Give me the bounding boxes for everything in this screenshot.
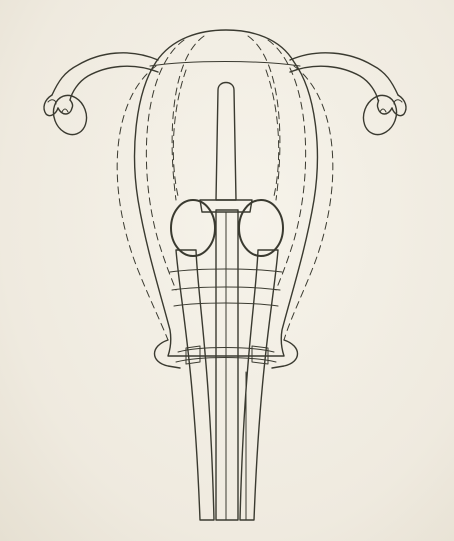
left-balloon: [171, 200, 215, 256]
uterine-cavity: [216, 83, 236, 201]
left-tube: [176, 250, 214, 520]
fundus-line: [150, 62, 300, 67]
dashed-contours: [117, 36, 333, 340]
center-tube: [216, 210, 238, 520]
right-ovary: [358, 91, 402, 140]
right-balloon: [239, 200, 283, 256]
left-fallopian-tube: [44, 53, 158, 116]
right-fallopian-tube: [290, 53, 406, 116]
